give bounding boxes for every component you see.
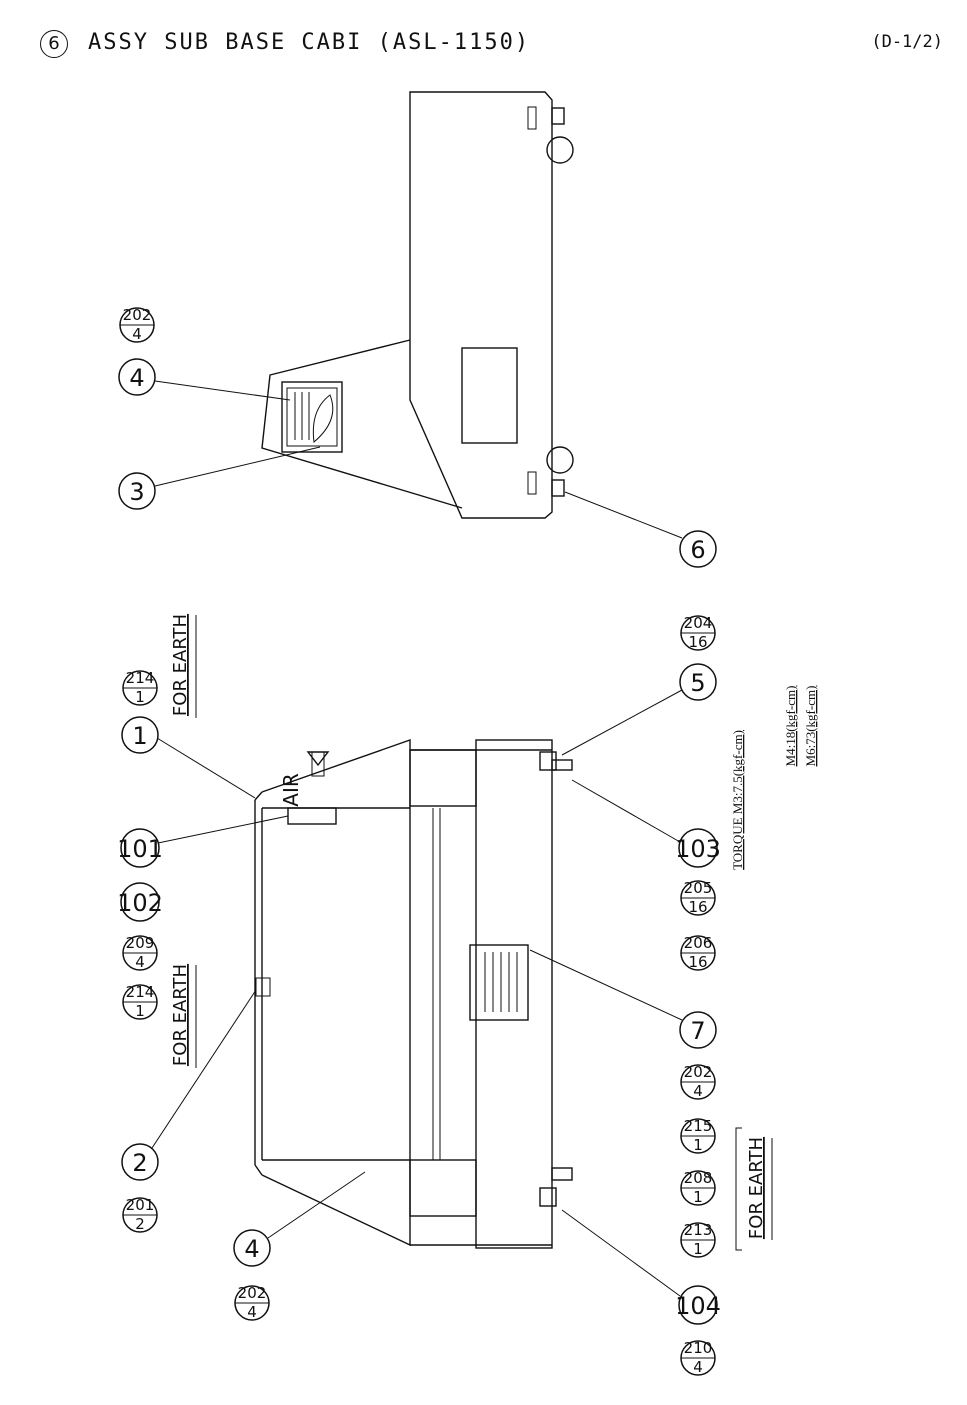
callout-209-top: 209 bbox=[126, 934, 155, 952]
callout-204-bot: 16 bbox=[688, 633, 707, 651]
air-arrow-icon bbox=[306, 751, 330, 767]
for-earth-label-2: FOR EARTH bbox=[170, 964, 191, 1066]
callout-202-side-bot: 4 bbox=[132, 325, 142, 343]
air-label: AIR bbox=[279, 773, 303, 807]
callout-201-top: 201 bbox=[126, 1196, 155, 1214]
callout-5: 5 bbox=[690, 669, 705, 697]
callout-202b-bot: 4 bbox=[693, 1082, 703, 1100]
callout-6-side: 6 bbox=[690, 536, 705, 564]
foot-icon bbox=[539, 1187, 557, 1207]
callout-201-bot: 2 bbox=[135, 1215, 145, 1233]
page-code: (D-1/2) bbox=[871, 32, 943, 52]
callout-3-side: 3 bbox=[129, 478, 144, 506]
callout-214b-bot: 1 bbox=[135, 1002, 145, 1020]
item-number-badge: 6 bbox=[40, 30, 68, 58]
callout-208-bot: 1 bbox=[693, 1188, 703, 1206]
torque-note-1: TORQUE M3:7.5(kgf-cm) bbox=[730, 730, 745, 870]
callout-2: 2 bbox=[132, 1149, 147, 1177]
callout-205-top: 205 bbox=[684, 879, 713, 897]
handle-icon bbox=[287, 807, 337, 825]
callout-1: 1 bbox=[132, 722, 147, 750]
callout-213-top: 213 bbox=[684, 1221, 713, 1239]
callout-210-bot: 4 bbox=[693, 1358, 703, 1376]
callout-206-top: 206 bbox=[684, 934, 713, 952]
callout-214b-top: 214 bbox=[126, 983, 155, 1001]
foot-icon bbox=[539, 751, 557, 771]
callout-209-bot: 4 bbox=[135, 953, 145, 971]
callout-202a-bot: 4 bbox=[247, 1303, 257, 1321]
fan-grill-icon bbox=[281, 381, 343, 453]
callout-202b-top: 202 bbox=[684, 1063, 713, 1081]
callout-215-bot: 1 bbox=[693, 1136, 703, 1154]
callout-215-top: 215 bbox=[684, 1117, 713, 1135]
callout-101: 101 bbox=[117, 835, 163, 863]
callout-214a-top: 214 bbox=[126, 669, 155, 687]
for-earth-label-1: FOR EARTH bbox=[170, 614, 191, 716]
torque-note-2: M4:18(kgf-cm) bbox=[783, 686, 798, 767]
callout-205-bot: 16 bbox=[688, 898, 707, 916]
side-view bbox=[261, 91, 574, 519]
callout-4-front: 4 bbox=[244, 1235, 259, 1263]
callout-102: 102 bbox=[117, 889, 163, 917]
front-view bbox=[254, 739, 573, 1249]
for-earth-label-3: FOR EARTH bbox=[746, 1137, 767, 1239]
callout-214a-bot: 1 bbox=[135, 688, 145, 706]
callout-103: 103 bbox=[675, 835, 721, 863]
callout-202a-top: 202 bbox=[238, 1284, 267, 1302]
callout-213-bot: 1 bbox=[693, 1240, 703, 1258]
callout-206-bot: 16 bbox=[688, 953, 707, 971]
callout-4-side: 4 bbox=[129, 364, 144, 392]
callout-7: 7 bbox=[690, 1017, 705, 1045]
callout-208-top: 208 bbox=[684, 1169, 713, 1187]
drawing-title: ASSY SUB BASE CABI (ASL-1150) bbox=[88, 30, 531, 55]
vent-grill-icon bbox=[469, 944, 529, 1021]
torque-note-3: M6:73(kgf-cm) bbox=[803, 686, 818, 767]
caster-wheel-icon bbox=[546, 136, 574, 164]
earth-terminal-icon bbox=[255, 977, 271, 997]
callout-210-top: 210 bbox=[684, 1339, 713, 1357]
callout-202-side-top: 202 bbox=[123, 306, 152, 324]
access-panel bbox=[461, 347, 518, 444]
caster-wheel-icon bbox=[546, 446, 574, 474]
callout-204-top: 204 bbox=[684, 614, 713, 632]
callout-104: 104 bbox=[675, 1292, 721, 1320]
